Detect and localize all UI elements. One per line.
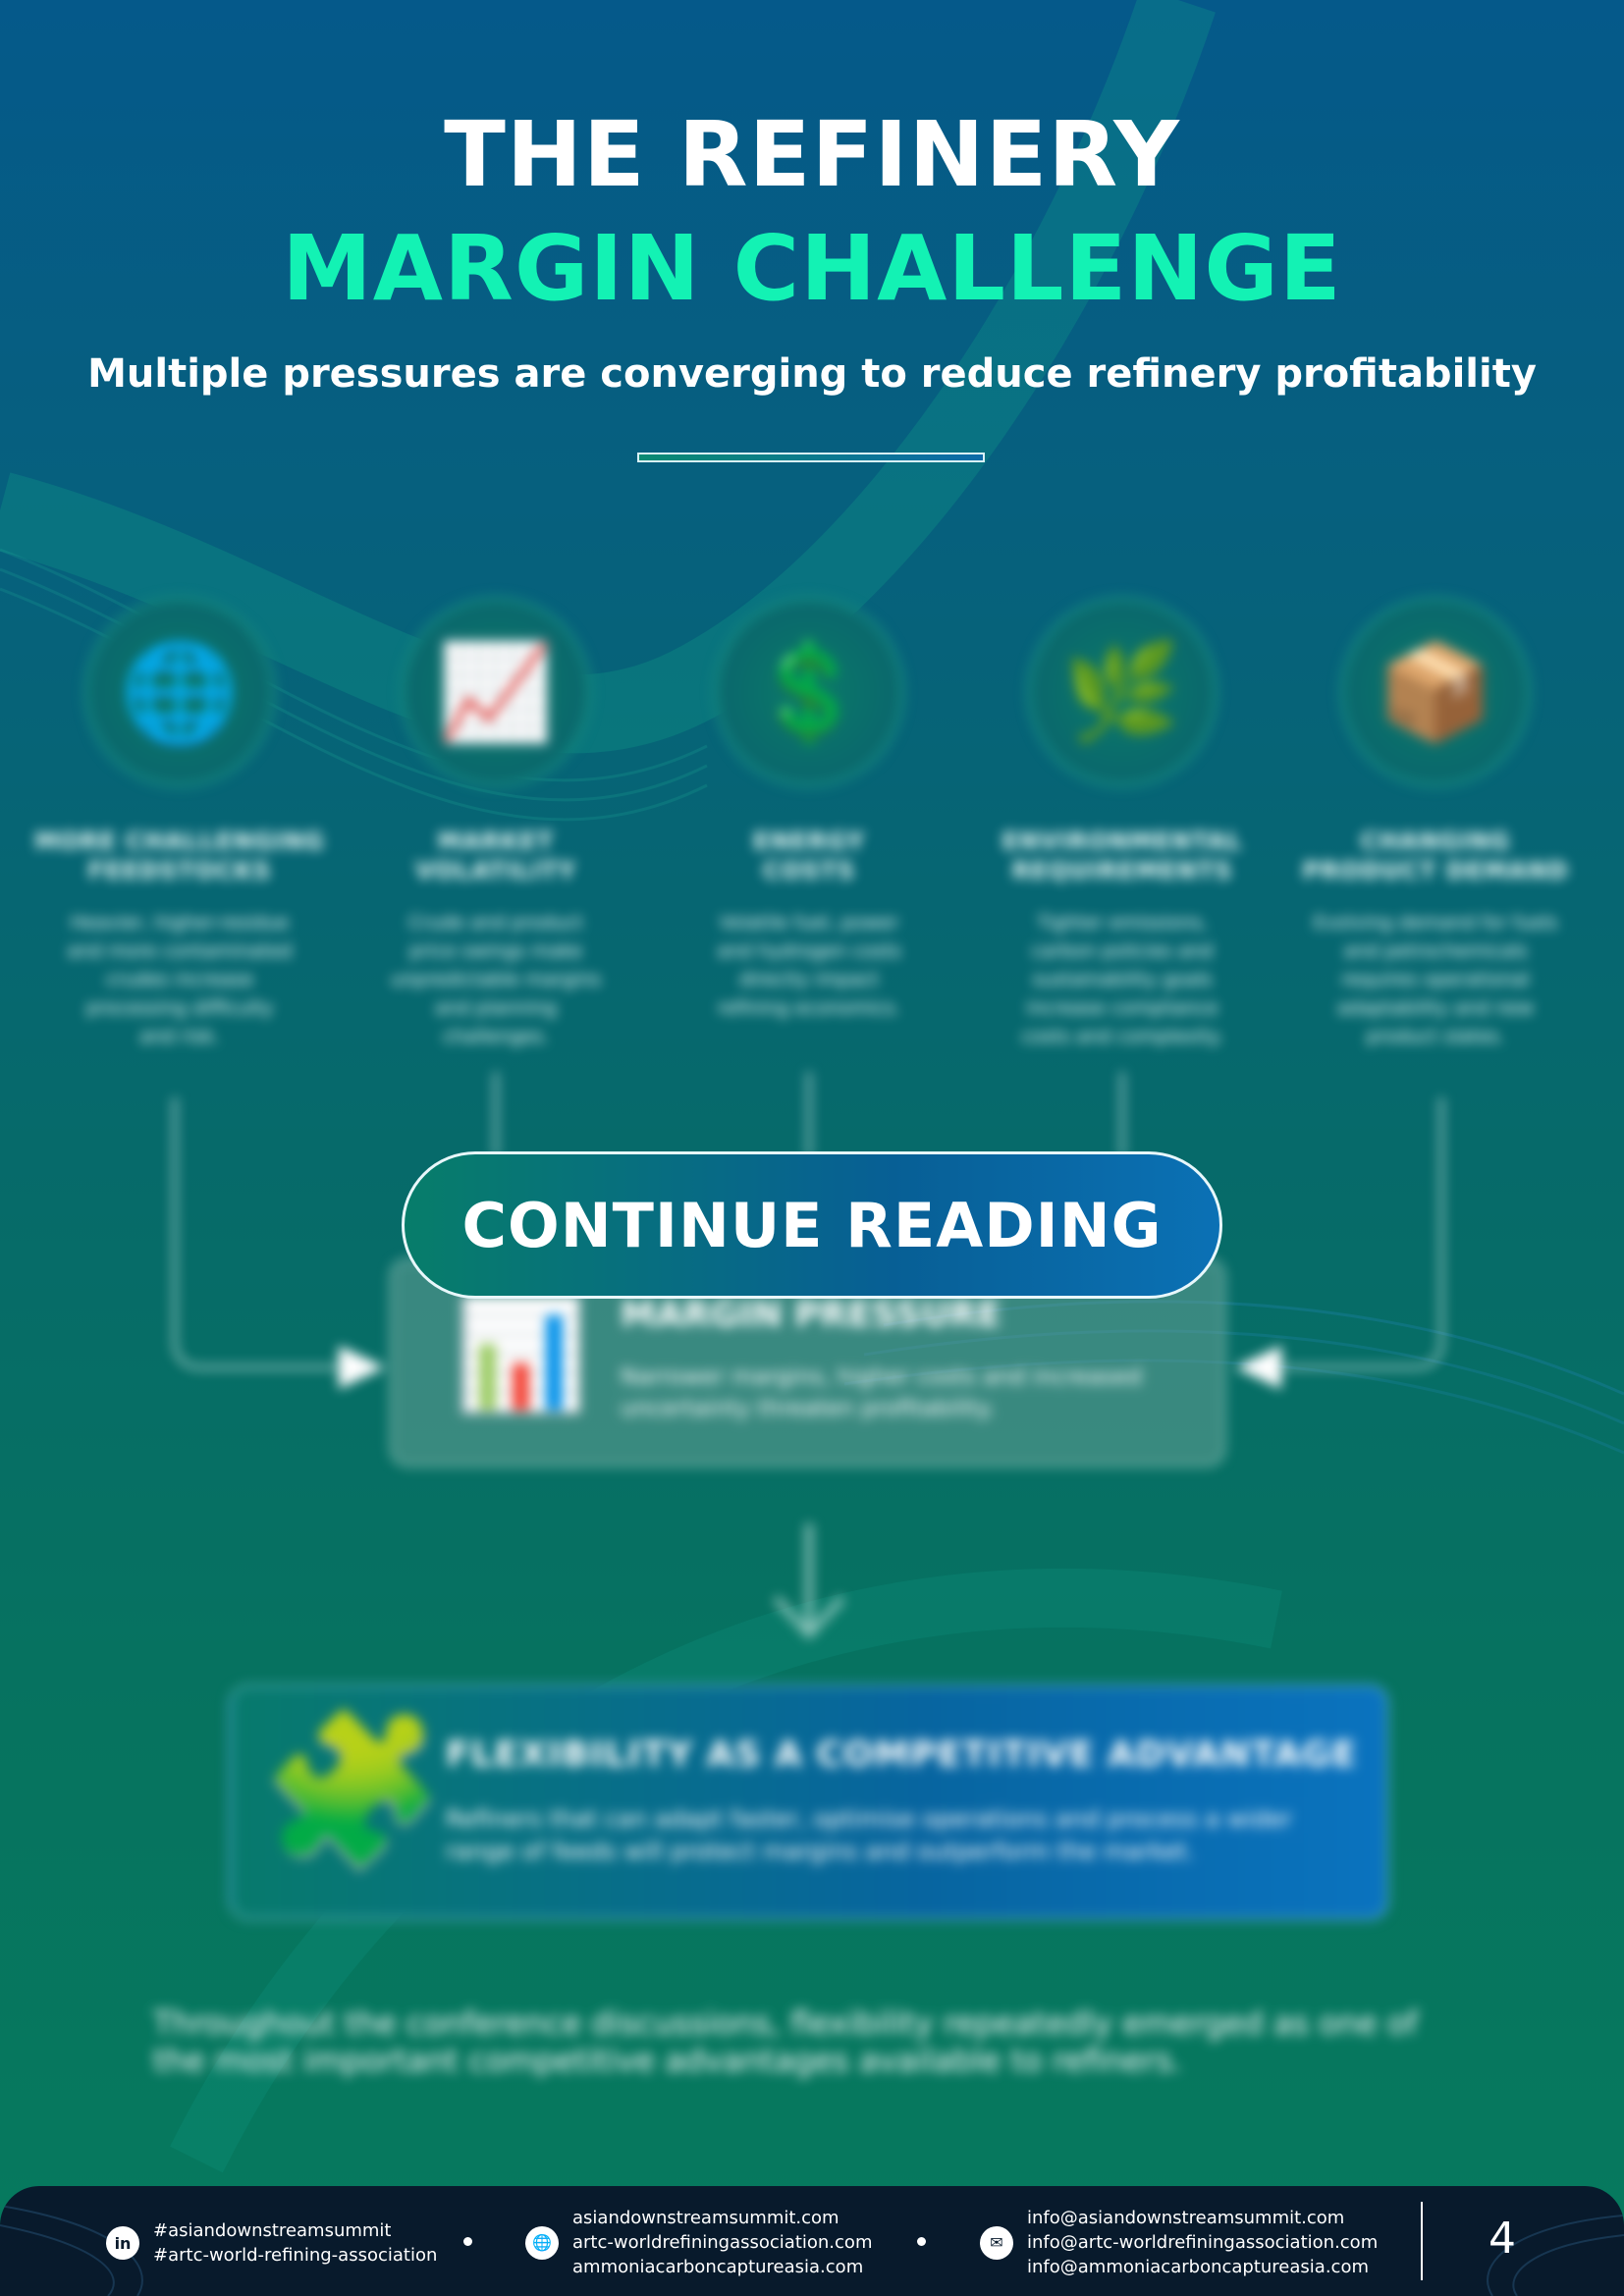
linkedin-icon[interactable]: in	[106, 2226, 139, 2260]
footer-wave-lines	[0, 2205, 1624, 2296]
globe-icon: 🌐	[525, 2225, 559, 2260]
margin-pressure-title: MARGIN PRESSURE	[621, 1295, 1001, 1335]
footer-email-link[interactable]: info@artc-worldrefiningassociation.com	[1027, 2232, 1379, 2253]
pillar-title: MARKET VOLATILITY	[415, 828, 576, 884]
title-line-1: THE REFINERY	[444, 102, 1180, 207]
header-divider	[637, 453, 985, 462]
footer-websites: 🌐 asiandownstreamsummit.com artc-worldre…	[525, 2206, 872, 2279]
closing-paragraph: Throughout the conference discussions, f…	[153, 2004, 1418, 2079]
pillar-title: MORE CHALLENGING FEEDSTOCKS	[34, 828, 325, 884]
footer-dot-separator	[917, 2237, 926, 2246]
margin-pressure-icon: 📊	[454, 1292, 588, 1417]
pillar-title: ENVIRONMENTAL REQUIREMENTS	[1001, 828, 1243, 884]
pillar-desc: Evolving demand for fuels and petrochemi…	[1313, 912, 1558, 1047]
footer-website-link[interactable]: asiandownstreamsummit.com	[572, 2208, 839, 2228]
pillar-desc: Volatile fuel, power and hydrogen costs …	[717, 912, 901, 1019]
puzzle-hand-icon: 🧩	[261, 1705, 445, 1876]
page-number: 4	[1489, 2214, 1516, 2264]
pillar-demand: 📦 CHANGING PRODUCT DEMAND Evolving deman…	[1288, 597, 1583, 1051]
title-line-2: MARGIN CHALLENGE	[282, 216, 1342, 321]
pillar-energy: 💲 ENERGY COSTS Volatile fuel, power and …	[662, 597, 956, 1023]
pillar-title: ENERGY COSTS	[753, 828, 865, 884]
footer-social: in #asiandownstreamsummit #artc-world-re…	[106, 2218, 437, 2268]
continue-reading-button[interactable]: CONTINUE READING	[402, 1151, 1222, 1299]
energy-cost-icon: 💲	[750, 637, 868, 747]
pillar-desc: Heavier, higher-residue and more contami…	[67, 912, 293, 1047]
margin-pressure-desc: Narrower margins, higher costs and incre…	[621, 1364, 1143, 1421]
pillar-desc: Crude and product price swings make unpr…	[390, 912, 602, 1047]
footer	[0, 2186, 1624, 2296]
footer-dot-separator	[463, 2237, 472, 2246]
pillar-feedstocks: 🌐 MORE CHALLENGING FEEDSTOCKS Heavier, h…	[32, 597, 327, 1051]
footer-email-link[interactable]: info@asiandownstreamsummit.com	[1027, 2208, 1345, 2228]
footer-hashtag: #artc-world-refining-association	[153, 2245, 438, 2266]
footer-website-link[interactable]: artc-worldrefiningassociation.com	[572, 2232, 873, 2253]
continue-reading-label: CONTINUE READING	[461, 1189, 1163, 1261]
pillar-volatility: 📈 MARKET VOLATILITY Crude and product pr…	[349, 597, 643, 1051]
leaf-hand-icon: 🌿	[1063, 637, 1181, 747]
pillar-desc: Tighter emissions, carbon policies and s…	[1021, 912, 1223, 1047]
pillar-environmental: 🌿 ENVIRONMENTAL REQUIREMENTS Tighter emi…	[975, 597, 1270, 1051]
flexibility-title: FLEXIBILITY AS A COMPETITIVE ADVANTAGE	[446, 1735, 1357, 1775]
subtitle: Multiple pressures are converging to red…	[87, 351, 1537, 397]
globe-barrel-icon: 🌐	[121, 637, 239, 747]
pillar-title: CHANGING PRODUCT DEMAND	[1302, 828, 1569, 884]
flexibility-desc: Refiners that can adapt faster, optimise…	[446, 1805, 1292, 1865]
footer-email-link[interactable]: info@ammoniacarboncaptureasia.com	[1027, 2257, 1369, 2277]
footer-emails: ✉ info@asiandownstreamsummit.com info@ar…	[980, 2206, 1378, 2279]
footer-website-link[interactable]: ammoniacarboncaptureasia.com	[572, 2257, 864, 2277]
footer-vertical-divider	[1421, 2202, 1423, 2280]
mail-icon: ✉	[980, 2225, 1013, 2260]
market-chart-icon: 📈	[437, 637, 555, 747]
flexibility-box: 🧩 FLEXIBILITY AS A COMPETITIVE ADVANTAGE…	[229, 1684, 1389, 1920]
footer-hashtag: #asiandownstreamsummit	[153, 2220, 392, 2241]
product-boxes-icon: 📦	[1377, 637, 1494, 747]
